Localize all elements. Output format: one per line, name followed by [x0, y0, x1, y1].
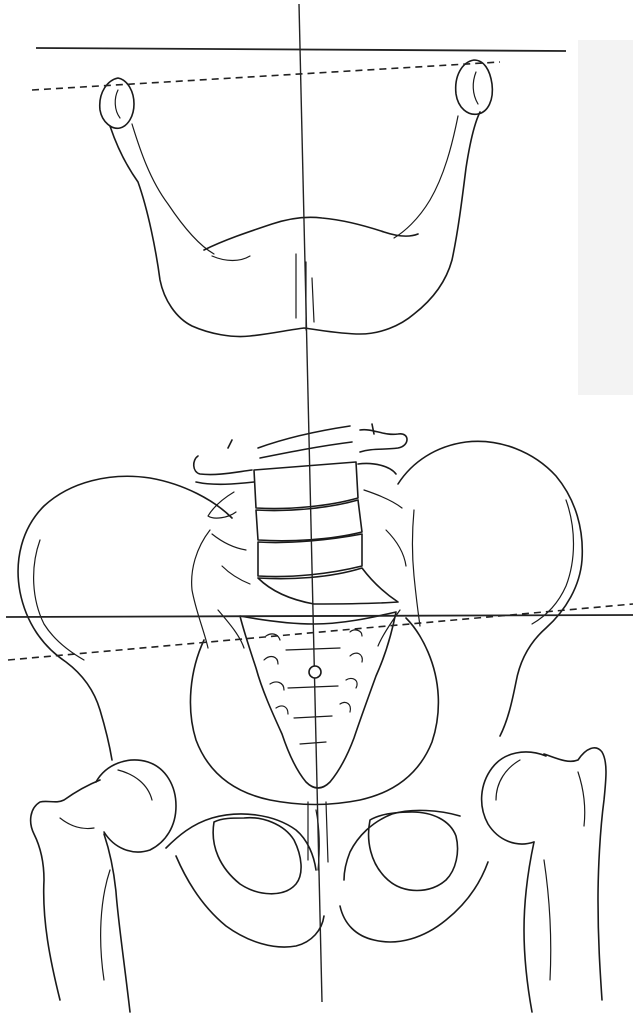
scan-shading: [578, 40, 633, 395]
sacral-center-point: [309, 666, 321, 678]
